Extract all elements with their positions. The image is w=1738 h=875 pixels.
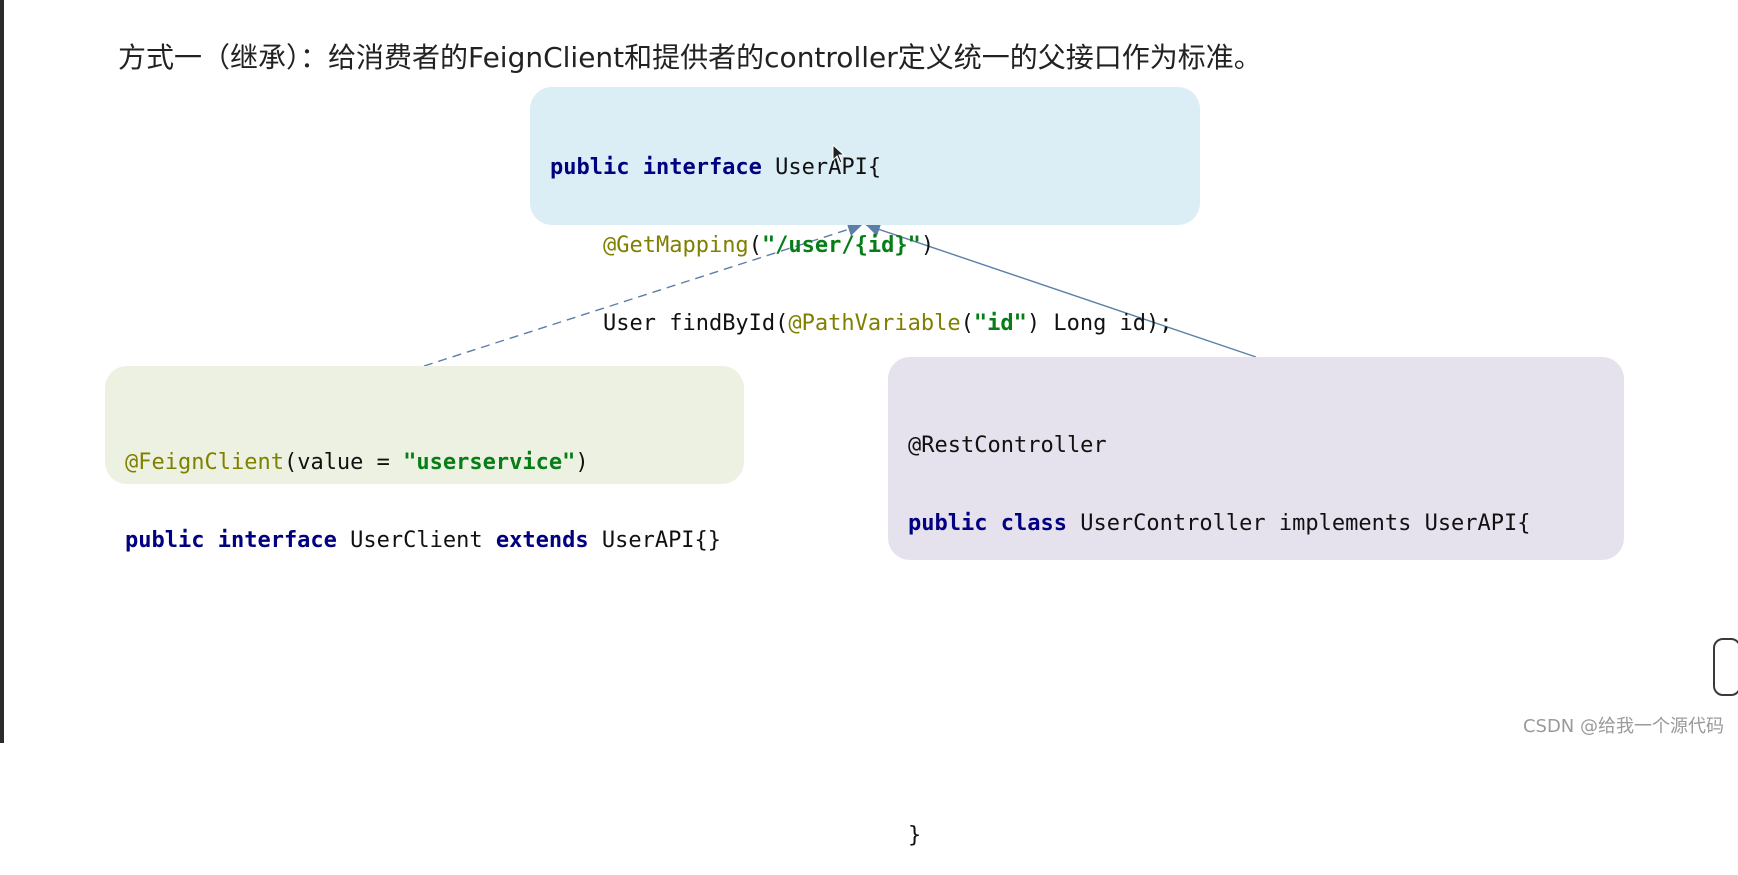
- dashed-extends-arrow: [423, 222, 863, 367]
- scroll-handle[interactable]: [1713, 638, 1738, 696]
- mouse-cursor-icon: [832, 144, 846, 164]
- rest-controller-box: @RestController public class UserControl…: [888, 357, 1624, 848]
- userapi-interface-box: public interface UserAPI{ @GetMapping("/…: [530, 87, 1200, 414]
- blank-code-line: [908, 667, 1604, 693]
- left-edge-rule: [0, 0, 4, 743]
- blank-code-line: [908, 745, 1604, 771]
- code-line: public class UserController implements U…: [908, 511, 1531, 536]
- solid-implements-arrow: [865, 222, 1257, 358]
- code-line: @FeignClient(value = "userservice"): [125, 450, 589, 475]
- inheritance-arrows: [423, 222, 1257, 367]
- blank-code-line: [908, 589, 1604, 615]
- code-line: }: [908, 823, 922, 848]
- feign-client-box: @FeignClient(value = "userservice") publ…: [105, 366, 744, 553]
- code-line: User findById(@PathVariable("id") Long i…: [602, 311, 1173, 336]
- slide-title: 方式一（继承）：给消费者的FeignClient和提供者的controller定…: [118, 41, 1262, 74]
- code-line: @GetMapping("/user/{id}"): [602, 233, 935, 258]
- code-line: public interface UserClient extends User…: [125, 528, 722, 553]
- watermark: CSDN @给我一个源代码: [1522, 716, 1724, 737]
- code-line: public interface UserAPI{: [550, 155, 882, 180]
- code-line: @RestController: [908, 433, 1107, 458]
